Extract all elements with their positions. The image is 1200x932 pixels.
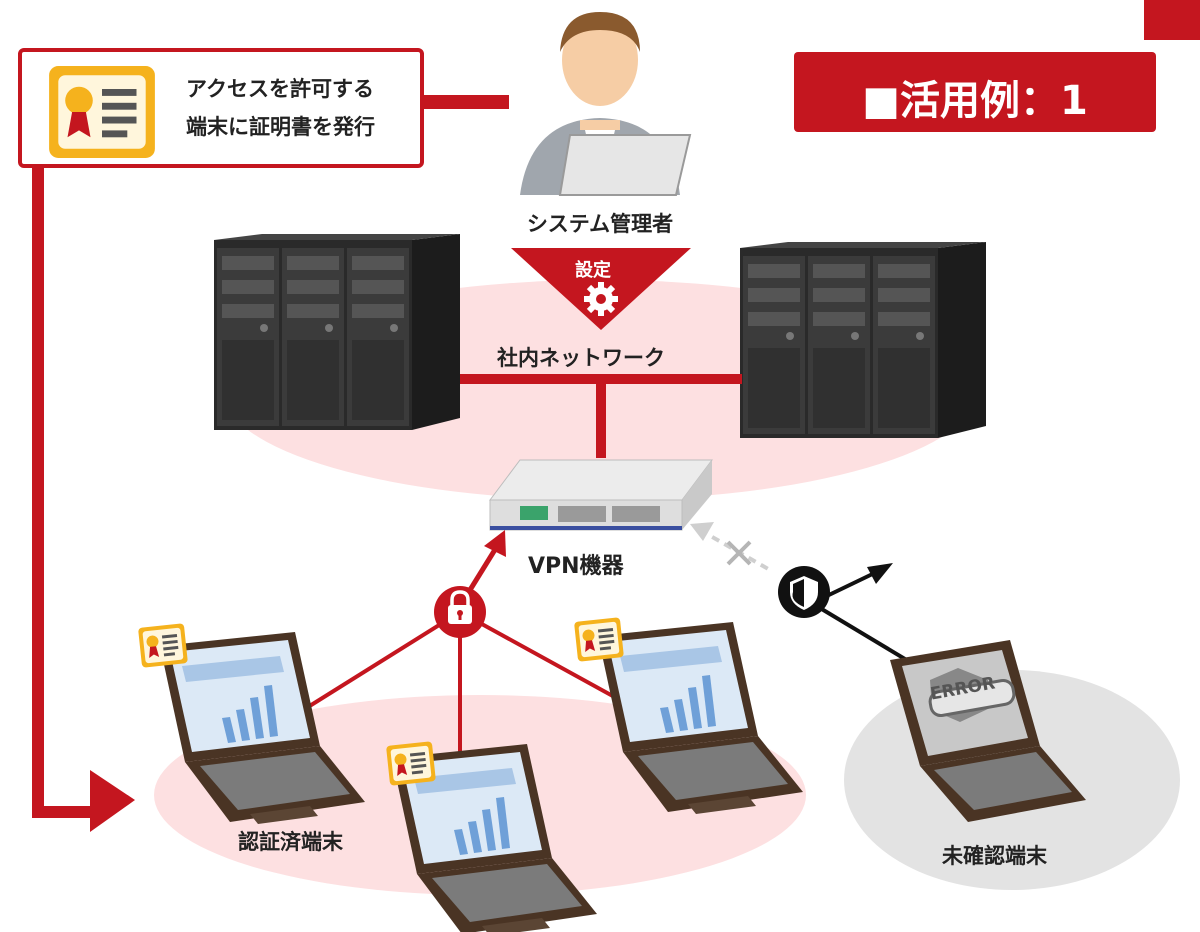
unverified-laptop	[890, 640, 1086, 822]
callout-text: アクセスを許可する 端末に証明書を発行	[186, 70, 375, 146]
internal-network-label: 社内ネットワーク	[497, 346, 665, 370]
network-line-vertical	[596, 380, 606, 458]
callout-certificate-icon	[49, 66, 155, 158]
certificate-icon	[574, 617, 624, 662]
callout-connector	[424, 95, 509, 109]
link-to-vpn	[467, 546, 499, 592]
vpn-device-label: VPN機器	[528, 554, 624, 579]
server-right-icon	[740, 242, 986, 438]
close-icon	[726, 540, 752, 566]
use-case-title: ■活用例：1	[862, 78, 1088, 124]
certificate-issue-arrow	[32, 168, 95, 818]
admin-label-row: システム管理者	[0, 208, 1200, 238]
vpn-device-icon	[489, 459, 713, 531]
link-laptop-right	[459, 610, 621, 702]
authenticated-device-label: 認証済端末	[238, 830, 343, 854]
shield-icon-half	[792, 579, 804, 607]
certificate-icon	[138, 623, 188, 668]
callout-line-2: 端末に証明書を発行	[186, 115, 375, 139]
system-admin-icon	[520, 12, 692, 196]
certificate-icon	[386, 741, 436, 786]
lock-icon	[448, 590, 472, 624]
link-to-vpn-arrowhead	[484, 530, 506, 557]
rejected-route-arrowhead	[867, 563, 893, 584]
corner-accent	[1144, 0, 1200, 40]
system-admin-label: システム管理者	[526, 212, 674, 236]
server-left-icon	[214, 234, 460, 430]
gear-icon	[584, 282, 618, 316]
blocked-connection-arrowhead	[690, 522, 714, 541]
network-line-horizontal	[460, 374, 742, 384]
callout-line-1: アクセスを許可する	[186, 77, 374, 101]
use-case-badge: ■活用例：1	[794, 52, 1156, 132]
link-laptop-left	[298, 610, 462, 714]
setting-label: 設定	[575, 260, 611, 281]
unverified-device-label: 未確認端末	[942, 844, 1047, 868]
certificate-issue-arrowhead	[90, 770, 135, 832]
